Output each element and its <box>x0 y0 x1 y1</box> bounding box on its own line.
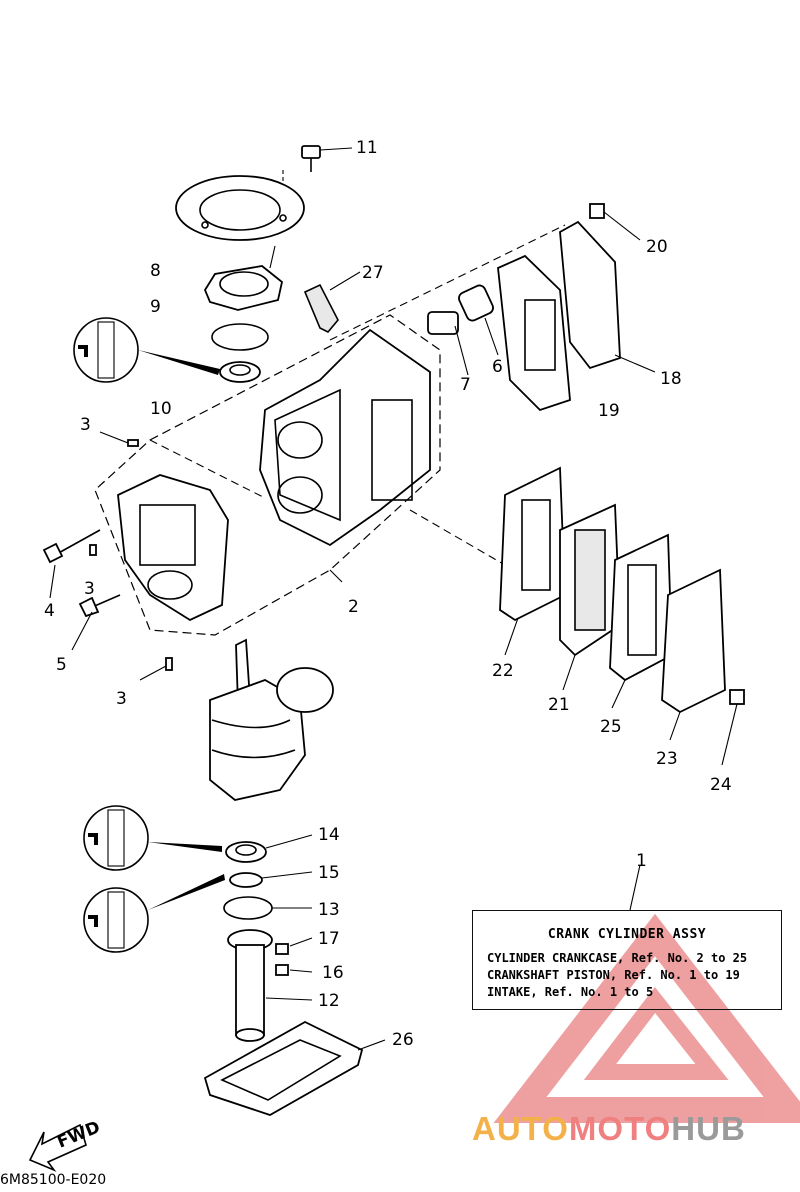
legend-line-2: CRANKSHAFT PISTON, Ref. No. 1 to 19 <box>487 968 740 982</box>
part-26-gasket <box>203 1020 386 1116</box>
part-3-pin-b <box>89 544 97 556</box>
part-10-oil-seal <box>219 361 261 383</box>
part-9-o-ring <box>211 323 269 351</box>
legend-box: CRANK CYLINDER ASSY CYLINDER CRANKCASE, … <box>472 910 782 1010</box>
callout-1: 1 <box>636 851 647 871</box>
diagram-code: 6M85100-E020 <box>0 1172 107 1188</box>
callout-21: 21 <box>548 695 570 715</box>
callout-15: 15 <box>318 863 340 883</box>
part-27-spark-plug <box>303 271 361 333</box>
part-13-o-ring <box>223 896 312 920</box>
part-15-bearing <box>229 871 313 888</box>
callout-18: 18 <box>660 369 682 389</box>
assembly-outline <box>94 314 441 636</box>
part-3-pin-a <box>127 439 139 447</box>
part-12-tube <box>227 929 313 1042</box>
callout-17: 17 <box>318 929 340 949</box>
grease-symbol-top <box>73 317 220 383</box>
grease-symbol-mid <box>83 805 222 871</box>
watermark-auto: AUTO <box>472 1110 569 1147</box>
watermark-text: AUTOMOTOHUB <box>472 1110 746 1148</box>
part-18-cover-plate <box>559 220 656 373</box>
callout-2: 2 <box>348 597 359 617</box>
watermark-logo <box>493 913 800 1123</box>
part-crankcase <box>117 474 229 622</box>
part-3-pin-c <box>165 657 173 671</box>
part-14-oil-seal <box>225 834 313 863</box>
part-19-gasket <box>497 254 571 412</box>
part-17-washer <box>275 937 313 955</box>
part-21-gasket <box>559 503 621 691</box>
callout-3c: 3 <box>116 689 127 709</box>
callout-23: 23 <box>656 749 678 769</box>
fwd-arrow-icon: FWD <box>28 1117 103 1172</box>
part-16-bolt <box>275 964 313 976</box>
callout-12: 12 <box>318 991 340 1011</box>
watermark-moto: MOTO <box>568 1110 672 1147</box>
part-crankshaft <box>209 638 334 801</box>
callout-3b: 3 <box>84 579 95 599</box>
part-25-gasket <box>609 533 673 709</box>
callout-8: 8 <box>150 261 161 281</box>
callout-19: 19 <box>598 401 620 421</box>
callout-3a: 3 <box>80 415 91 435</box>
part-8-housing <box>203 245 284 311</box>
callout-9: 9 <box>150 297 161 317</box>
part-2-cylinder-block <box>259 328 506 566</box>
callout-22: 22 <box>492 661 514 681</box>
part-11-bolt <box>282 145 353 186</box>
part-20-bolt <box>589 203 641 241</box>
callout-16: 16 <box>322 963 344 983</box>
part-22-gasket <box>499 466 566 656</box>
watermark-hub: HUB <box>671 1110 746 1147</box>
callout-26: 26 <box>392 1030 414 1050</box>
legend-title: CRANK CYLINDER ASSY <box>547 927 707 942</box>
callout-13: 13 <box>318 900 340 920</box>
callout-7: 7 <box>460 375 471 395</box>
callout-5: 5 <box>56 655 67 675</box>
callout-27: 27 <box>362 263 384 283</box>
callout-4: 4 <box>44 601 55 621</box>
part-cover-plate <box>175 175 305 241</box>
part-24-bolt <box>721 689 745 766</box>
legend-line-1: CYLINDER CRANKCASE, Ref. No. 2 to 25 <box>487 951 748 965</box>
callout-25: 25 <box>600 717 622 737</box>
part-5-bolt <box>78 594 121 618</box>
legend-line-3: INTAKE, Ref. No. 1 to 5 <box>487 985 654 999</box>
part-7-thermostat <box>427 311 469 376</box>
callout-14: 14 <box>318 825 340 845</box>
part-4-bolt <box>42 529 101 564</box>
callout-labels: 1 2 3 3 3 4 5 6 7 8 9 10 11 12 13 14 15 … <box>44 138 732 1050</box>
callout-6: 6 <box>492 357 503 377</box>
callout-10: 10 <box>150 399 172 419</box>
callout-11: 11 <box>356 138 378 158</box>
callout-24: 24 <box>710 775 732 795</box>
part-23-plate <box>661 568 726 741</box>
part-6-cover <box>458 284 499 356</box>
callout-20: 20 <box>646 237 668 257</box>
grease-symbol-low <box>83 874 225 953</box>
